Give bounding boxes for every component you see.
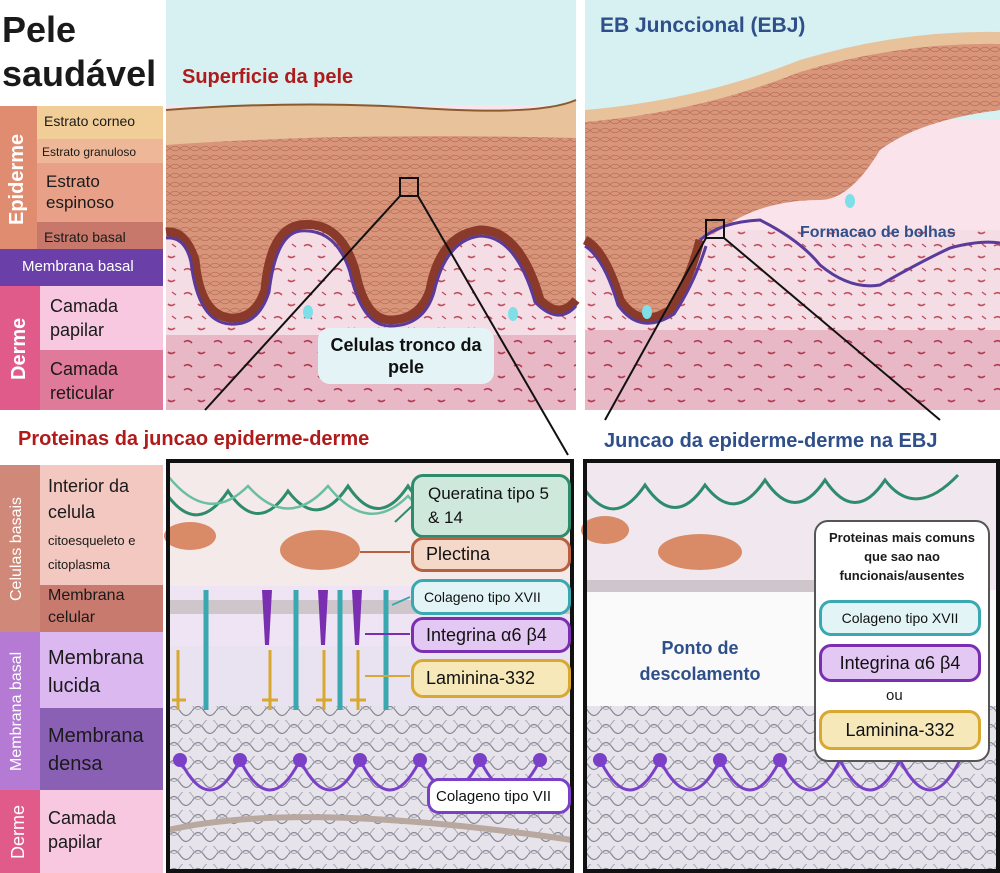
- membrana-lucida-label: Membrana lucida: [48, 647, 144, 697]
- membrana-densa-label: Membrana densa: [48, 725, 144, 775]
- layer-basal-label: Estrato basal: [44, 229, 126, 245]
- layer-membrana-basal-label: Membrana basal: [22, 258, 134, 275]
- layer-reticular: [40, 350, 163, 410]
- healthy-title: Pele saudável: [2, 9, 157, 94]
- laminin-box: Laminina-332: [411, 659, 571, 698]
- blister-label: Formacao de bolhas: [800, 224, 956, 241]
- camada-papilar-cell: [40, 790, 163, 873]
- surface-label: Superficie da pele: [182, 66, 354, 88]
- detachment-label: Ponto de descolamento: [639, 638, 761, 684]
- layer-papilar: [40, 286, 163, 350]
- celulas-basais-label: Celulas basais: [8, 496, 25, 602]
- col17-arrow: [391, 596, 411, 606]
- layer-basal: [37, 222, 163, 249]
- interior-celula-label: Interior da celula: [48, 476, 130, 522]
- ebj-col17-box: Colageno tipo XVII: [819, 600, 981, 636]
- membrana-basal-band: [0, 632, 40, 790]
- epiderme-label: Epiderme: [6, 133, 28, 225]
- ebj-laminin-box: Laminina-332: [819, 710, 981, 750]
- healthy-skin-illustration: [165, 0, 580, 456]
- derme-bottom-band: [0, 790, 40, 873]
- camada-papilar-label: Camada papilar: [48, 808, 117, 852]
- layer-membrana-basal: [0, 249, 163, 286]
- keratin-box: Queratina tipo 5 & 14: [411, 474, 571, 538]
- integrin-box: Integrina α6 β4: [411, 617, 571, 653]
- membrana-basal-label: Membrana basal: [8, 651, 25, 771]
- ebj-skin-illustration: [582, 0, 1000, 421]
- ebj-title: EB Junccional (EBJ): [600, 14, 806, 37]
- col17-box: Colageno tipo XVII: [411, 579, 571, 615]
- ebj-legend-title: Proteinas mais comuns que sao nao funcio…: [829, 530, 975, 583]
- epiderme-band: [0, 106, 37, 249]
- derme-label: Derme: [8, 317, 30, 381]
- ebj-ou-label: ou: [886, 687, 903, 704]
- junction-title-ebj: Juncao da epiderme-derme na EBJ: [604, 430, 938, 452]
- col7-box: Colageno tipo VII: [427, 778, 571, 814]
- celulas-basais-band: [0, 465, 40, 632]
- layer-granuloso-label: Estrato granuloso: [42, 145, 137, 159]
- layer-papilar-label: Camada papilar: [50, 296, 119, 340]
- layer-espinoso: [37, 163, 163, 222]
- keratin-arrow: [394, 505, 413, 523]
- membrana-celular-cell: [40, 585, 163, 632]
- layer-espinoso-label: Estrato espinoso: [46, 172, 115, 212]
- layer-granuloso: [37, 139, 163, 163]
- layer-reticular-label: Camada reticular: [50, 359, 119, 403]
- interior-celula-cell: [40, 465, 163, 585]
- junction-title-healthy: Proteinas da juncao epiderme-derme: [18, 428, 370, 450]
- layer-corneo-label: Estrato corneo: [44, 113, 136, 129]
- plectin-box: Plectina: [411, 537, 571, 572]
- membrana-lucida-cell: [40, 632, 163, 708]
- derme-bottom-label: Derme: [8, 804, 28, 859]
- layer-corneo: [37, 106, 163, 139]
- membrana-celular-label: Membrana celular: [48, 587, 125, 626]
- ebj-integrin-box: Integrina α6 β4: [819, 644, 981, 682]
- stem-cells-label: Celulas tronco da pele: [318, 328, 494, 384]
- citoesqueleto-label: citoesqueleto e citoplasma: [48, 533, 136, 572]
- derme-band: [0, 286, 40, 410]
- membrana-densa-cell: [40, 708, 163, 790]
